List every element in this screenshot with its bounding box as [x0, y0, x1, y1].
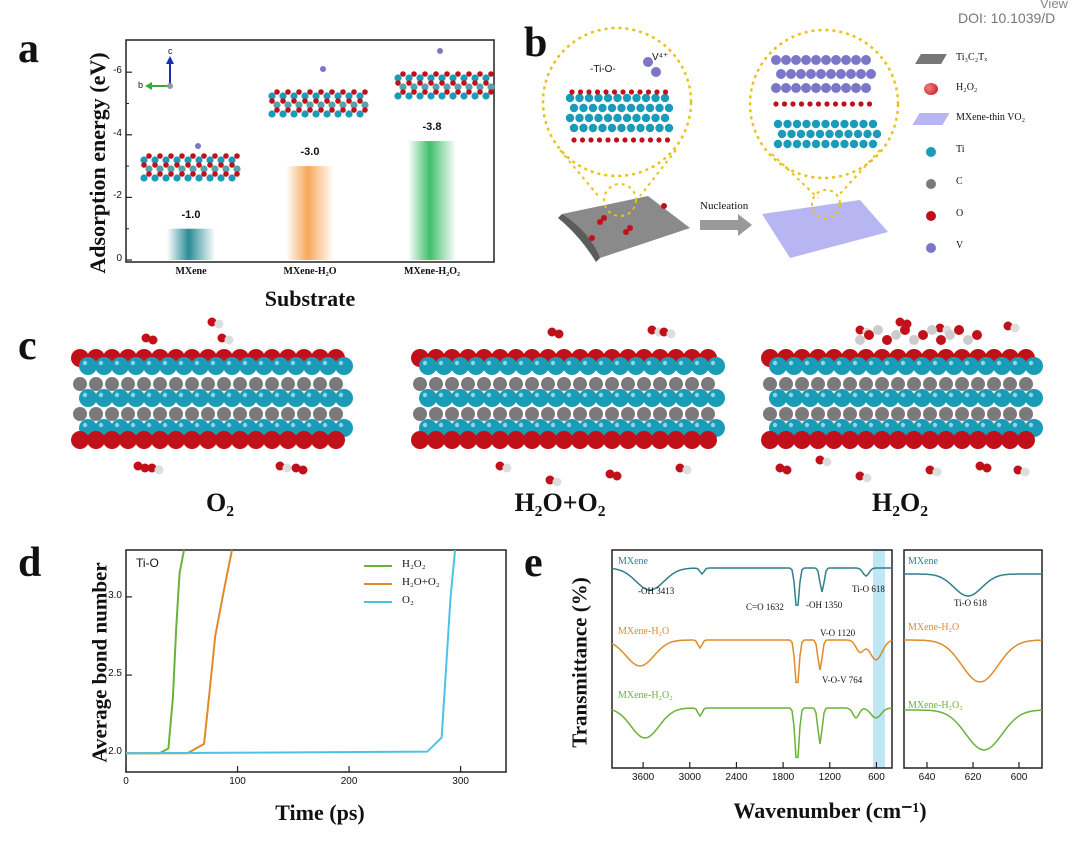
a-xlabel: Substrate	[264, 286, 356, 311]
view-online-link[interactable]: View	[1040, 0, 1068, 11]
e-xtick-label: 3000	[678, 772, 701, 783]
d-ytick-label: 3.0	[108, 589, 122, 601]
main-plot-frame	[611, 549, 893, 769]
mxene-sheet-icon	[562, 196, 690, 258]
e-ylabel: Transmittance (%)	[567, 577, 592, 748]
e-inset-series-label: MXene-H₂O₂	[908, 700, 963, 711]
a-ytick-label: -6	[113, 65, 122, 77]
e-series-label: MXene	[618, 556, 648, 567]
e-xlabel: Wavenumber (cm⁻¹)	[733, 798, 927, 823]
inset-plot-frame	[903, 549, 1043, 769]
doi-text: DOI: 10.1039/D	[958, 10, 1056, 26]
e-inset-xtick-label: 600	[1010, 772, 1028, 783]
panel-label-d: d	[18, 540, 42, 586]
a-category-label: MXene	[175, 266, 207, 277]
axis-c-label: c	[168, 46, 173, 56]
d-ytick-label: 2.5	[108, 668, 122, 680]
atom-icon	[926, 179, 936, 189]
e-inset-series-label: MXene	[908, 556, 938, 567]
panel-label-b: b	[524, 20, 548, 66]
b-legend-label: Ti	[956, 144, 965, 155]
e-annotation: Ti-O 618	[852, 584, 885, 594]
e-annotation: V-O-V 764	[822, 675, 863, 685]
a-ytick-label: -4	[113, 127, 122, 139]
d-title: Ti-O	[136, 556, 159, 570]
panel-label-a: a	[18, 26, 39, 72]
e-annotation: V-O 1120	[820, 628, 856, 638]
atom-icon	[926, 243, 936, 253]
e-inset-xtick-label: 640	[918, 772, 936, 783]
v4-callout: V⁴⁺	[652, 52, 669, 63]
a-ytick-label: 0	[116, 253, 122, 264]
d-legend-label: H₂O₂	[402, 558, 426, 570]
e-annotation: -OH 3413	[638, 586, 675, 596]
panel-label-e: e	[524, 540, 543, 586]
c-label-h2o-o2: H₂O+O₂	[514, 488, 606, 517]
vo2-sheet-icon	[762, 200, 888, 258]
molecule-icon	[924, 83, 938, 95]
e-xtick-label: 600	[868, 772, 885, 783]
series-line-2	[125, 549, 457, 755]
plot-frame	[125, 549, 507, 773]
e-xtick-label: 3600	[631, 772, 655, 783]
a-ytick-label: -2	[113, 190, 122, 202]
d-xtick-label: 300	[452, 776, 469, 787]
atom-icon	[926, 147, 936, 157]
b-legend-label: C	[956, 176, 963, 187]
e-annotation: -OH 1350	[806, 600, 843, 610]
a-category-label: MXene-H₂O₂	[404, 266, 460, 277]
bar-2	[408, 141, 456, 260]
atom-icon	[926, 211, 936, 221]
e-inset-annotation: Ti-O 618	[954, 598, 987, 608]
e-series-label: MXene-H₂O	[618, 626, 670, 637]
a-category-label: MXene-H₂O	[283, 266, 337, 277]
e-series-label: MXene-H₂O₂	[618, 690, 673, 701]
e-xtick-label: 2400	[725, 772, 748, 783]
a-value-label: -3.8	[422, 121, 442, 134]
c-label-h2o2: H₂O₂	[871, 488, 929, 517]
bar-1	[286, 166, 334, 260]
plot-frame	[125, 39, 495, 263]
c-label-o2: O₂	[205, 488, 235, 517]
d-xtick-label: 0	[123, 776, 129, 787]
b-legend-label: H₂O₂	[956, 82, 978, 93]
nucleation-label: Nucleation	[700, 200, 749, 212]
a-value-label: -1.0	[181, 208, 201, 221]
d-ytick-label: 2.0	[108, 746, 122, 758]
bar-0	[167, 228, 215, 260]
nucleation-arrow-icon	[738, 214, 752, 236]
ti-o-callout: -Ti-O-	[590, 64, 616, 75]
d-legend-label: H₂O+O₂	[402, 576, 440, 588]
axis-b-label: b	[138, 80, 144, 90]
e-xtick-label: 1200	[818, 772, 841, 783]
d-xlabel: Time (ps)	[275, 800, 365, 825]
d-xtick-label: 100	[229, 776, 246, 787]
e-xtick-label: 1800	[771, 772, 795, 783]
e-inset-xtick-label: 620	[964, 772, 982, 783]
b-legend-label: Ti₃C₂Tₓ	[956, 52, 988, 63]
d-xtick-label: 200	[340, 776, 358, 787]
b-legend-label: MXene-thin VO₂	[956, 112, 1026, 123]
panel-label-c: c	[18, 323, 37, 369]
b-legend-label: O	[956, 208, 964, 219]
axis-indicator-icon	[145, 56, 174, 90]
d-legend-label: O₂	[402, 594, 414, 606]
e-annotation: C=O 1632	[746, 602, 784, 612]
a-value-label: -3.0	[300, 146, 320, 159]
b-legend-label: V	[956, 240, 964, 251]
e-inset-series-label: MXene-H₂O	[908, 622, 960, 633]
